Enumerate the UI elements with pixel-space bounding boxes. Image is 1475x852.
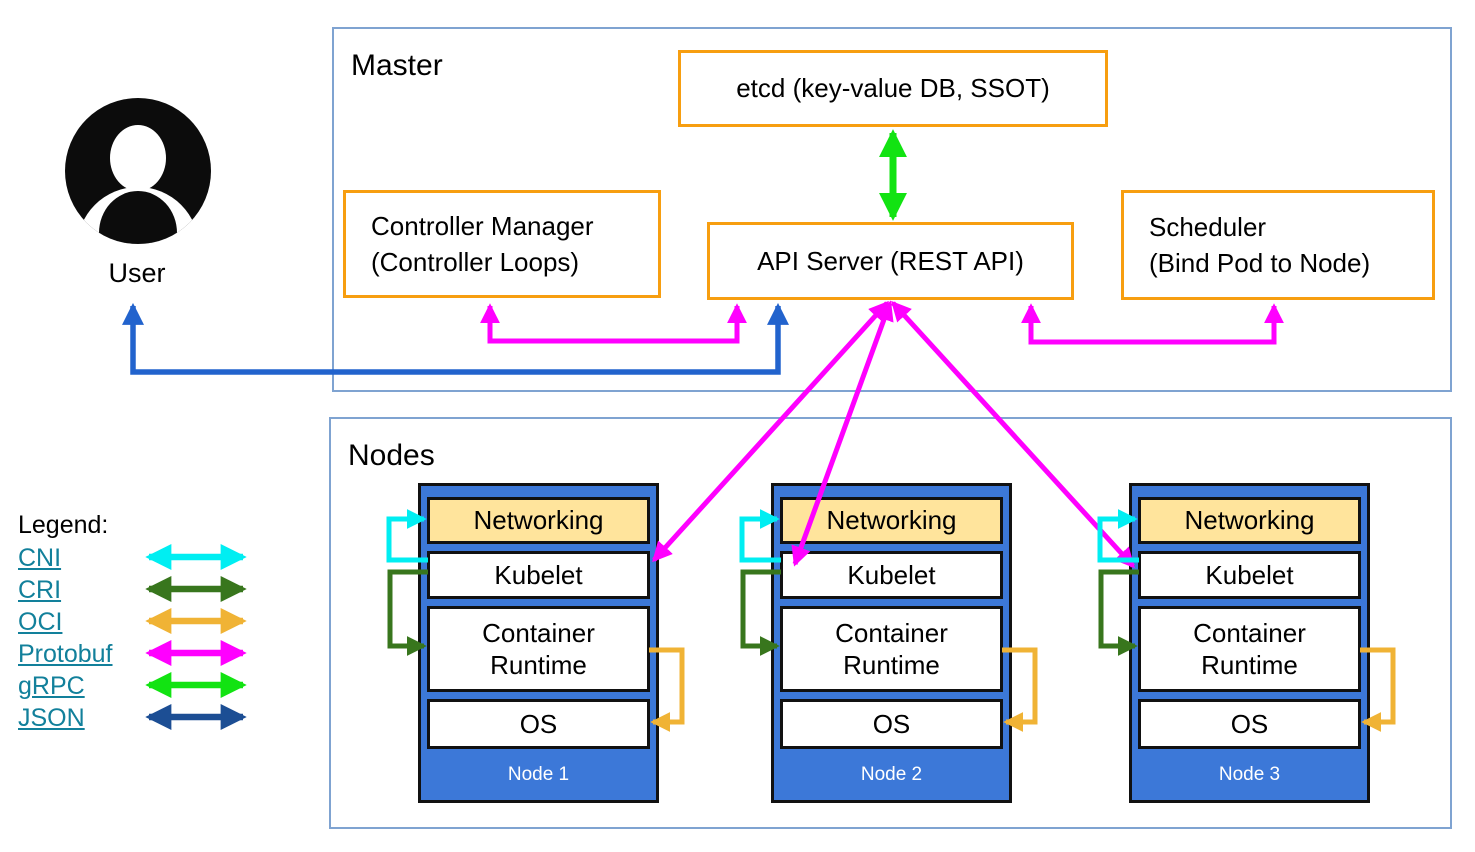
node-1-os-label: OS [519, 708, 558, 739]
node-1-name: Node 1 [507, 764, 570, 785]
node-1-kubelet-layer: Kubelet [427, 551, 650, 599]
legend-link-cni[interactable]: CNI [18, 544, 62, 572]
node-2-kubelet-layer: Kubelet [780, 551, 1003, 599]
node-2-os-label: OS [872, 708, 911, 739]
node-2-networking-label: Networking [826, 505, 957, 536]
api-server-box: API Server (REST API) [707, 222, 1074, 300]
legend-link-oci[interactable]: OCI [18, 608, 63, 636]
nodes-title: Nodes [348, 439, 435, 472]
legend-link-cri[interactable]: CRI [18, 576, 62, 604]
node-2-kubelet-label: Kubelet [847, 559, 936, 590]
node-3-networking-layer: Networking [1138, 497, 1361, 544]
api-server-label: API Server (REST API) [757, 245, 1024, 276]
legend-title: Legend: [18, 511, 109, 539]
scheduler-box: Scheduler (Bind Pod to Node) [1121, 190, 1435, 300]
node-3-container-runtime-label: Container Runtime [1193, 617, 1306, 681]
node-3-container-runtime-layer: Container Runtime [1138, 606, 1361, 692]
node-1-container-runtime-layer: Container Runtime [427, 606, 650, 692]
node-1-networking-layer: Networking [427, 497, 650, 544]
node-3-os-label: OS [1230, 708, 1269, 739]
node-3-box: Networking Kubelet Container Runtime OS … [1129, 483, 1370, 803]
scheduler-label: Scheduler (Bind Pod to Node) [1149, 211, 1371, 278]
node-2-container-runtime-layer: Container Runtime [780, 606, 1003, 692]
node-1-container-runtime-label: Container Runtime [482, 617, 595, 681]
node-2-networking-layer: Networking [780, 497, 1003, 544]
node-2-container-runtime-label: Container Runtime [835, 617, 948, 681]
node-3-kubelet-layer: Kubelet [1138, 551, 1361, 599]
node-2-box: Networking Kubelet Container Runtime OS … [771, 483, 1012, 803]
legend-link-json[interactable]: JSON [18, 704, 85, 732]
node-3-networking-label: Networking [1184, 505, 1315, 536]
node-2-os-layer: OS [780, 699, 1003, 749]
node-2-name: Node 2 [860, 764, 923, 785]
node-3-os-layer: OS [1138, 699, 1361, 749]
controller-manager-box: Controller Manager (Controller Loops) [343, 190, 661, 298]
node-3-kubelet-label: Kubelet [1205, 559, 1294, 590]
node-1-box: Networking Kubelet Container Runtime OS … [418, 483, 659, 803]
node-1-kubelet-label: Kubelet [494, 559, 583, 590]
node-1-os-layer: OS [427, 699, 650, 749]
controller-manager-label: Controller Manager (Controller Loops) [371, 210, 594, 277]
node-3-name: Node 3 [1218, 764, 1281, 785]
user-label: User [108, 258, 166, 288]
user-icon [65, 98, 211, 244]
etcd-box: etcd (key-value DB, SSOT) [678, 50, 1108, 127]
etcd-label: etcd (key-value DB, SSOT) [736, 73, 1050, 104]
legend-link-grpc[interactable]: gRPC [18, 672, 85, 700]
master-title: Master [351, 49, 443, 82]
legend-link-protobuf[interactable]: Protobuf [18, 640, 113, 668]
node-1-networking-label: Networking [473, 505, 604, 536]
